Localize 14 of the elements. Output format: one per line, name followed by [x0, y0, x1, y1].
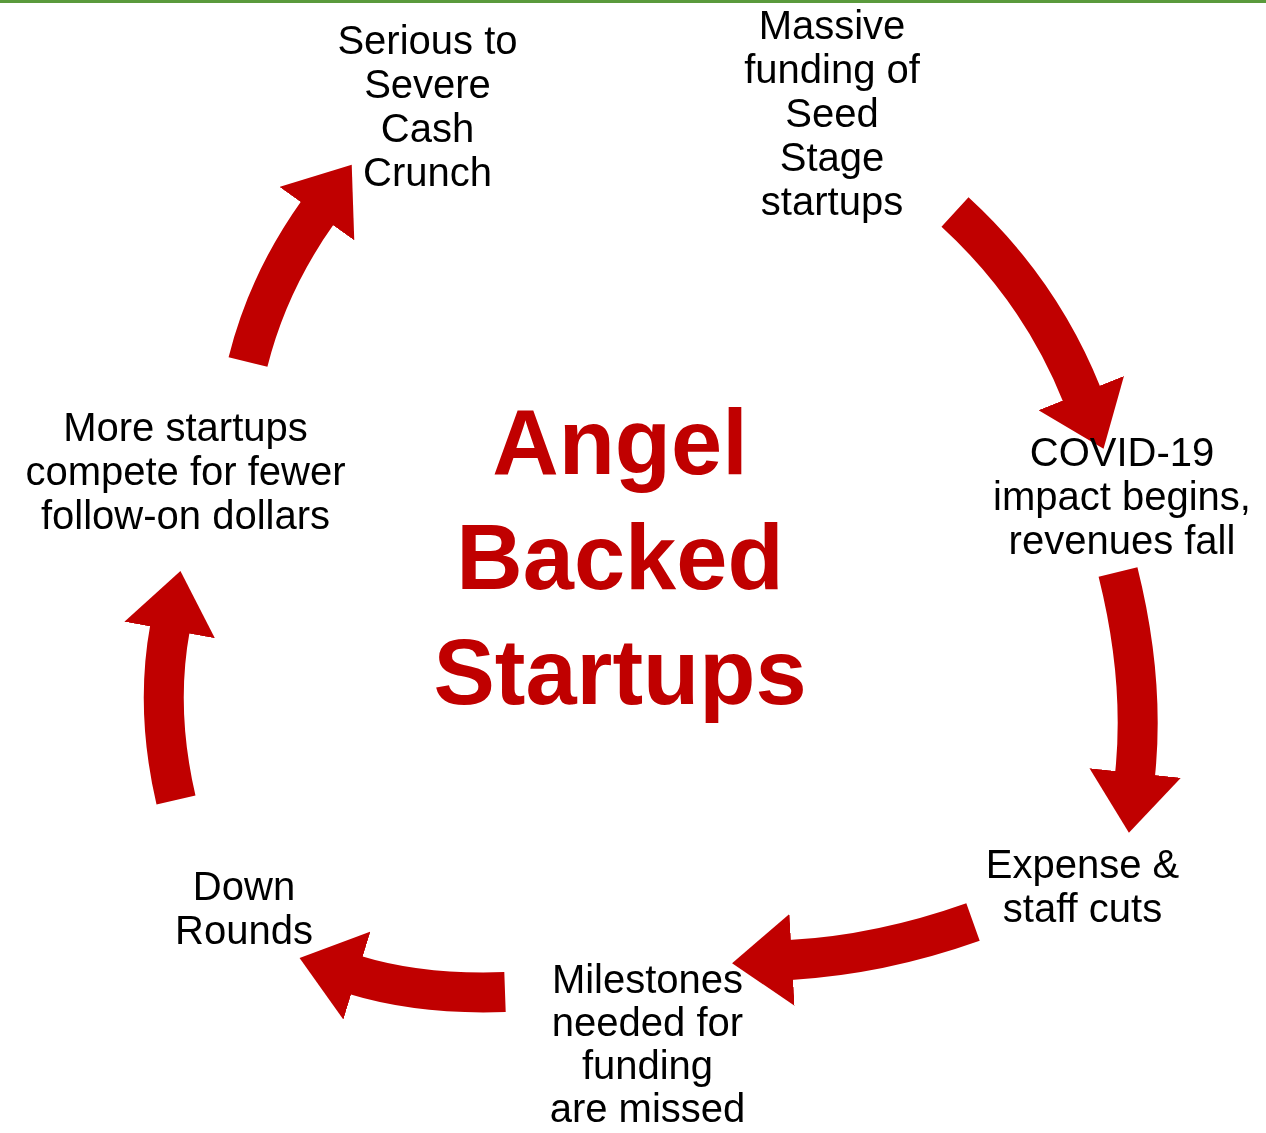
curved-arrow [124, 570, 216, 805]
diagram-title: Angel Backed Startups [432, 390, 808, 725]
cycle-step-text: Expense & staff cuts [980, 842, 1185, 930]
cycle-step-text: COVID-19 impact begins, revenues fall [987, 430, 1257, 562]
cycle-step-text: More startups compete for fewer follow-on dollars [18, 405, 353, 537]
curved-arrow [1089, 567, 1181, 833]
cycle-step-text: Down Rounds [164, 864, 324, 952]
curved-arrow [228, 164, 355, 368]
cycle-step-text: Milestones needed for funding are missed [549, 958, 746, 1130]
curved-arrow [299, 931, 506, 1020]
cycle-step-text: Serious to Severe Cash Crunch [330, 18, 525, 194]
cycle-step-text: Massive funding of Seed Stage startups [737, 3, 927, 223]
curved-arrow [732, 903, 980, 1006]
curved-arrow [941, 197, 1124, 449]
